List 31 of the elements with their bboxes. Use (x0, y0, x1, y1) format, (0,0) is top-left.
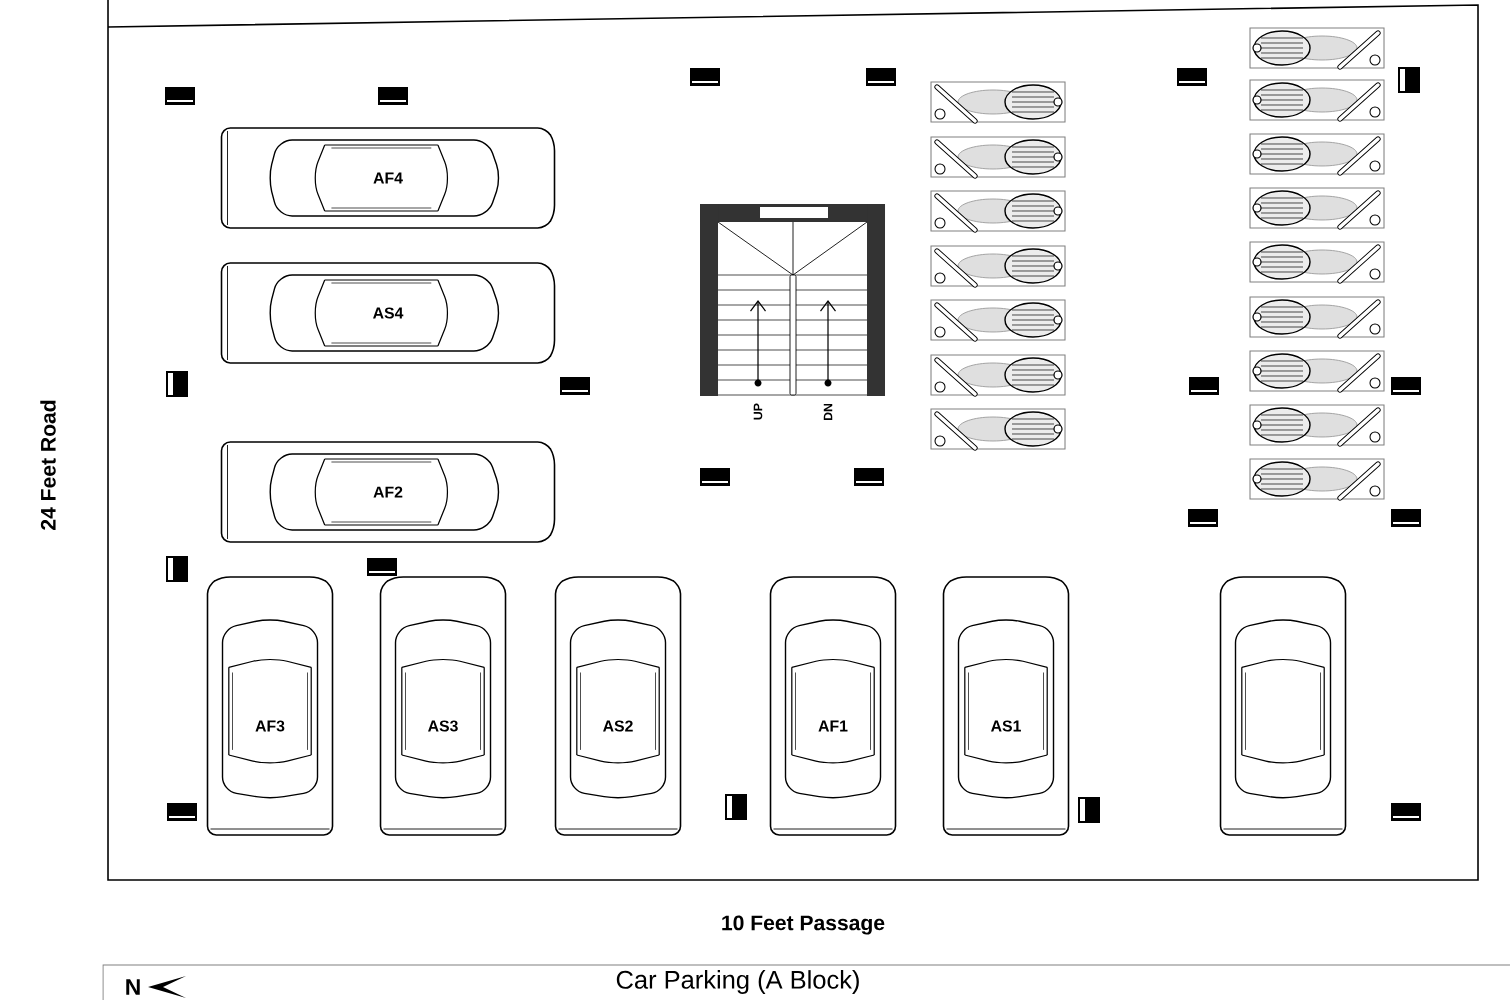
scooter-drawing (1249, 79, 1385, 122)
parked-car: AS3 (379, 576, 507, 836)
scooter-drawing (930, 299, 1066, 342)
parked-car: AS4 (220, 262, 556, 364)
passage-label: 10 Feet Passage (722, 915, 885, 935)
scooter-drawing (1249, 27, 1385, 70)
scooter-drawing (1249, 187, 1385, 230)
scooter-drawing (1249, 133, 1385, 176)
scooter-drawing (1249, 241, 1385, 284)
scooter-drawing (930, 408, 1066, 451)
scooter-drawing (930, 354, 1066, 397)
scooter-drawing (930, 136, 1066, 179)
road-label: 24 Feet Road (40, 400, 56, 530)
scooter-drawing (1249, 350, 1385, 393)
north-label: N (126, 979, 140, 995)
parked-car: AS1 (942, 576, 1070, 836)
scooter-drawing (930, 190, 1066, 233)
parked-car: AS2 (554, 576, 682, 836)
scooter-drawing (930, 245, 1066, 288)
parked-car: AF4 (220, 127, 556, 229)
parked-car (1219, 576, 1347, 836)
scooter-drawing (1249, 458, 1385, 501)
parked-car: AF3 (206, 576, 334, 836)
scooter-drawing (1249, 296, 1385, 339)
scooter-drawing (1249, 404, 1385, 447)
plan-title: Car Parking (A Block) (616, 970, 859, 994)
scooter-drawing (930, 81, 1066, 124)
parked-car: AF2 (220, 441, 556, 543)
stair-direction-label: UP (753, 403, 763, 420)
parked-car: AF1 (769, 576, 897, 836)
stair-direction-label: DN (823, 403, 833, 421)
